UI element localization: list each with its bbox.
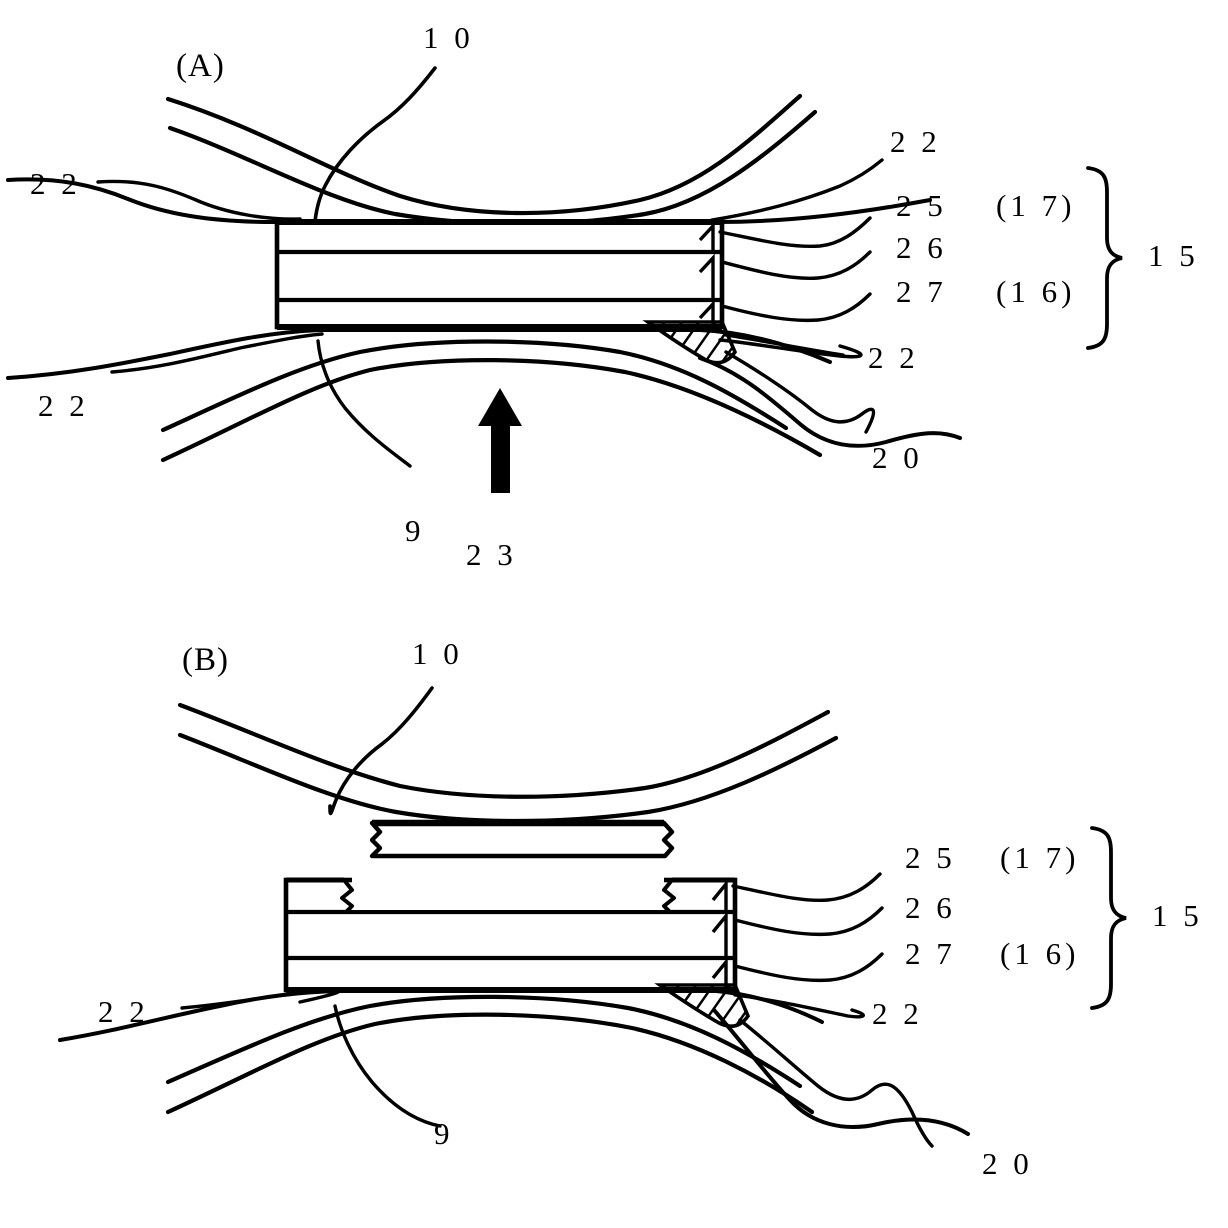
leader-22-mid-right-tail [724, 333, 845, 357]
layered-body-outline-a [274, 219, 725, 330]
ref-22-mid-right-a: 2 2 [868, 340, 919, 375]
organ-outline-a [698, 356, 962, 448]
ref-9-panel-a: 9 [405, 513, 425, 548]
leader-22-lower-left [110, 332, 324, 374]
leader-9-panel-b [333, 1004, 442, 1128]
ref-27-panel-a: 2 7 [896, 274, 947, 309]
leader-10-panel-a [313, 66, 437, 224]
peeled-gap-b [352, 876, 664, 910]
tick-25-b [711, 879, 728, 912]
leader-27-b [733, 952, 884, 983]
leader-25-b [731, 872, 882, 903]
leader-25-a [718, 216, 872, 249]
ref-22-right-b: 2 2 [872, 996, 923, 1031]
ref-23-panel-a: 2 3 [466, 537, 517, 572]
ref-16-panel-b: (1 6) [1000, 936, 1080, 971]
panel-label-a: (A) [176, 48, 225, 84]
tick-27-b [711, 957, 728, 990]
tissue-wall-lower-curve-1-b [165, 994, 803, 1089]
tissue-wall-lower-curve-2-b [165, 1012, 815, 1115]
leader-20-panel-a [724, 350, 876, 434]
leader-26-b [733, 906, 884, 937]
leader-22-mid-right [718, 338, 863, 359]
upper-tissue-surface-line [6, 177, 932, 224]
ref-10-panel-b: 1 0 [412, 636, 463, 671]
leader-22-upper-left [96, 179, 302, 221]
leader-22-upper-right [710, 158, 884, 222]
tissue-wall-upper-inner-curve-b [177, 732, 839, 824]
ref-25-panel-a: 2 5 [896, 188, 947, 223]
tissue-wall-upper-outer-curve-b [177, 702, 831, 799]
ref-22-lower-left-a: 2 2 [38, 388, 89, 423]
tick-27-a [698, 299, 715, 327]
ref-20-panel-a: 2 0 [872, 440, 923, 475]
lower-tissue-surface-line-a [6, 328, 832, 380]
leader-22-right-b [733, 993, 865, 1019]
tissue-wall-lower-curve-2 [160, 357, 823, 463]
leader-27-a [720, 292, 872, 323]
hatched-wedge-outline-b [654, 983, 751, 1029]
ref-26-panel-b: 2 6 [905, 890, 956, 925]
organ-outline-b [712, 1008, 970, 1136]
tissue-wall-upper-inner-curve [167, 109, 818, 226]
ref-17-panel-a: (1 7) [996, 188, 1076, 223]
tick-26-a [698, 253, 715, 300]
ref-10-panel-a: 1 0 [423, 20, 474, 55]
tissue-wall-lower-curve-1 [160, 339, 789, 433]
tick-26-b [711, 911, 728, 958]
pressure-arrow-23 [478, 388, 522, 493]
ref-26-panel-a: 2 6 [896, 230, 947, 265]
ref-20-panel-b: 2 0 [982, 1146, 1033, 1181]
panel-b-drawing [58, 686, 1127, 1148]
panel-label-b: (B) [182, 642, 229, 678]
brace-15-b [1090, 826, 1127, 1010]
ref-22-upper-left-a: 2 2 [30, 166, 81, 201]
panel-a-drawing [6, 66, 1123, 493]
torn-edge-left-b [340, 878, 354, 914]
leader-10-panel-b [328, 686, 434, 816]
ref-22-left-b: 2 2 [98, 994, 149, 1029]
leader-20-panel-b [738, 1018, 934, 1148]
ref-25-panel-b: 2 5 [905, 840, 956, 875]
ref-15-panel-b: 1 5 [1152, 898, 1203, 933]
ref-27-panel-b: 2 7 [905, 936, 956, 971]
leader-22-left-b [180, 988, 341, 1010]
leader-9-panel-a [316, 339, 412, 468]
ref-17-panel-b: (1 7) [1000, 840, 1080, 875]
ref-16-panel-a: (1 6) [996, 274, 1076, 309]
torn-edge-right-b [662, 878, 676, 914]
leader-26-a [720, 250, 872, 281]
ref-9-panel-b: 9 [434, 1116, 454, 1151]
tick-25-a [698, 221, 715, 252]
ref-15-panel-a: 1 5 [1148, 238, 1199, 273]
peeled-strip-25-b [369, 820, 675, 859]
ref-22-upper-right-a: 2 2 [890, 124, 941, 159]
tissue-wall-upper-outer-curve [165, 93, 803, 216]
brace-15-a [1086, 166, 1123, 350]
